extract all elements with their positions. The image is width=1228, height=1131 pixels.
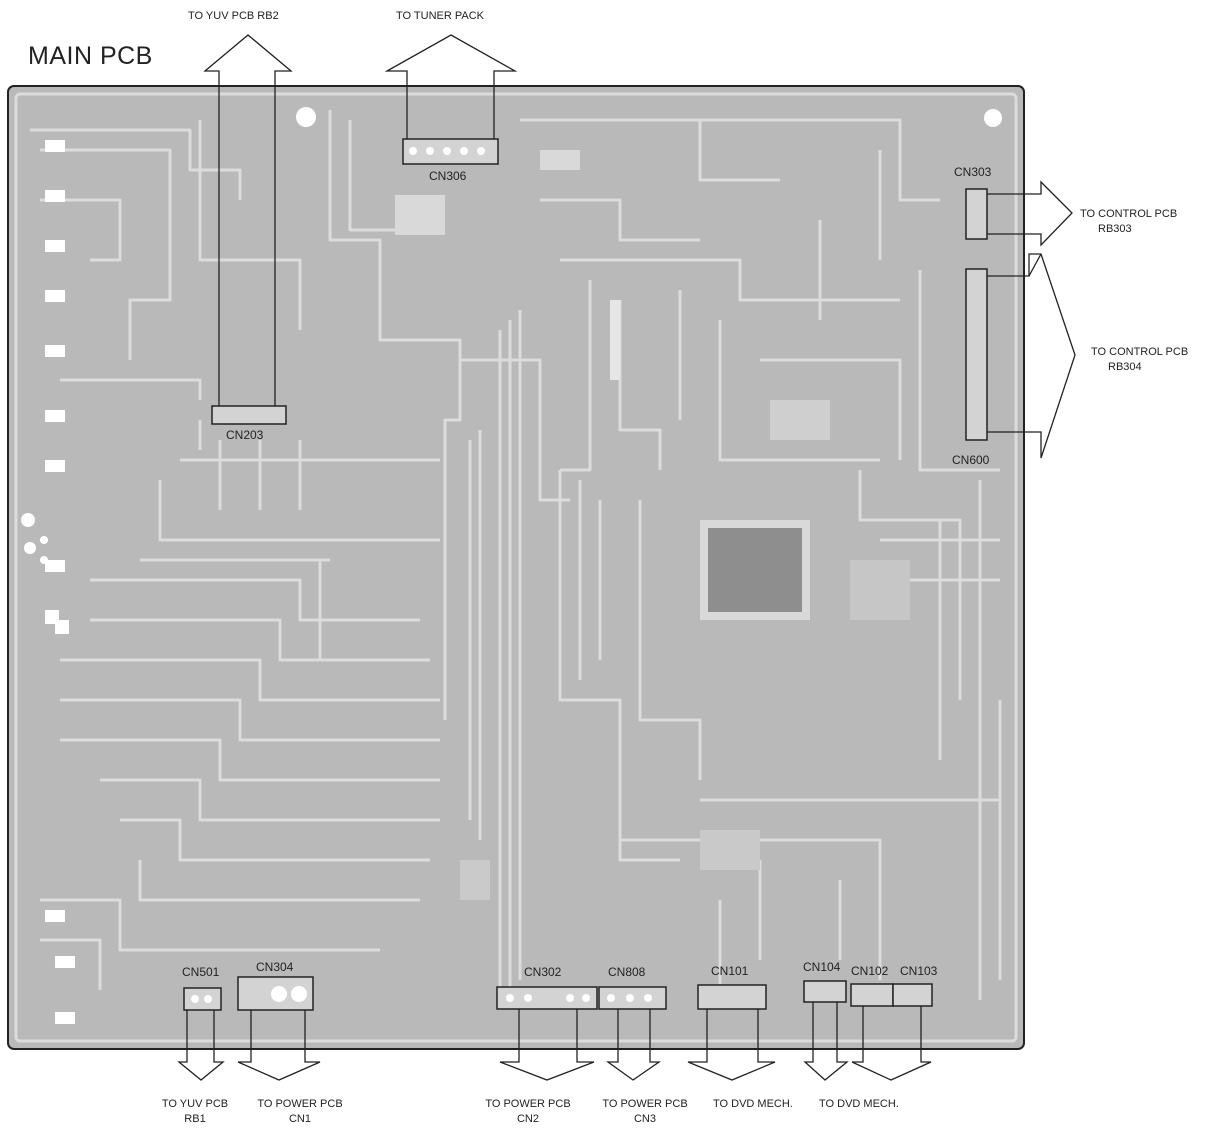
arrow-yuv-rb1 bbox=[177, 1010, 225, 1081]
label-to-power-cn2: TO POWER PCB bbox=[485, 1098, 571, 1110]
arrow-control-rb304 bbox=[987, 253, 1076, 459]
label-rb1: RB1 bbox=[184, 1113, 206, 1125]
label-cn501: CN501 bbox=[182, 965, 220, 979]
cn302-box bbox=[496, 986, 598, 1010]
arrow-yuv-rb2 bbox=[203, 34, 293, 406]
arrow-tuner bbox=[384, 34, 518, 139]
label-to-yuv-rb2: TO YUV PCB RB2 bbox=[188, 10, 279, 22]
cn600-box bbox=[965, 268, 988, 441]
label-cn3: CN3 bbox=[633, 1113, 656, 1125]
label-rb303: RB303 bbox=[1098, 223, 1132, 235]
arrow-control-rb303 bbox=[987, 180, 1073, 247]
pcb-board bbox=[7, 85, 1025, 1050]
label-cn302: CN302 bbox=[524, 965, 562, 979]
pcb-traces bbox=[30, 110, 1002, 1000]
arrow-power-cn3 bbox=[605, 1009, 662, 1081]
cn303-box bbox=[965, 188, 988, 240]
cn203-box bbox=[211, 405, 287, 425]
label-to-dvd-mech-2: TO DVD MECH. bbox=[819, 1098, 899, 1110]
cn501-box bbox=[183, 987, 222, 1011]
label-to-tuner-pack: TO TUNER PACK bbox=[396, 10, 485, 22]
label-cn101: CN101 bbox=[711, 964, 749, 978]
arrow-dvd-cn101 bbox=[687, 1009, 776, 1081]
cn103-box bbox=[892, 983, 933, 1007]
label-to-yuv-rb1: TO YUV PCB bbox=[161, 1098, 229, 1110]
pcb-blocks bbox=[21, 107, 1002, 1024]
label-rb304: RB304 bbox=[1108, 361, 1142, 373]
label-cn600: CN600 bbox=[952, 453, 990, 467]
label-cn304: CN304 bbox=[256, 960, 294, 974]
label-to-control-rb303: TO CONTROL PCB bbox=[1080, 208, 1178, 220]
arrow-dvd-cn104 bbox=[803, 1002, 849, 1081]
label-cn102: CN102 bbox=[851, 964, 889, 978]
label-cn306: CN306 bbox=[429, 169, 467, 183]
label-cn104: CN104 bbox=[803, 960, 841, 974]
page-title: MAIN PCB bbox=[28, 42, 153, 70]
arrow-lines bbox=[177, 34, 1076, 1081]
cn101-box bbox=[697, 984, 767, 1010]
arrow-dvd-cn102-103 bbox=[851, 1006, 932, 1081]
label-to-power-cn3: TO POWER PCB bbox=[602, 1098, 688, 1110]
label-cn1: CN1 bbox=[288, 1113, 311, 1125]
label-cn303: CN303 bbox=[954, 165, 992, 179]
cn104-box bbox=[803, 980, 847, 1003]
label-cn103: CN103 bbox=[900, 964, 938, 978]
label-cn203: CN203 bbox=[226, 428, 264, 442]
label-cn808: CN808 bbox=[608, 965, 646, 979]
label-cn2: CN2 bbox=[516, 1113, 539, 1125]
arrow-power-cn2 bbox=[499, 1009, 595, 1081]
label-to-dvd-mech-1: TO DVD MECH. bbox=[713, 1098, 793, 1110]
cn102-box bbox=[850, 983, 894, 1007]
label-to-control-rb304: TO CONTROL PCB bbox=[1091, 346, 1189, 358]
label-to-power-cn1: TO POWER PCB bbox=[257, 1098, 343, 1110]
arrow-power-cn1 bbox=[237, 1010, 321, 1081]
